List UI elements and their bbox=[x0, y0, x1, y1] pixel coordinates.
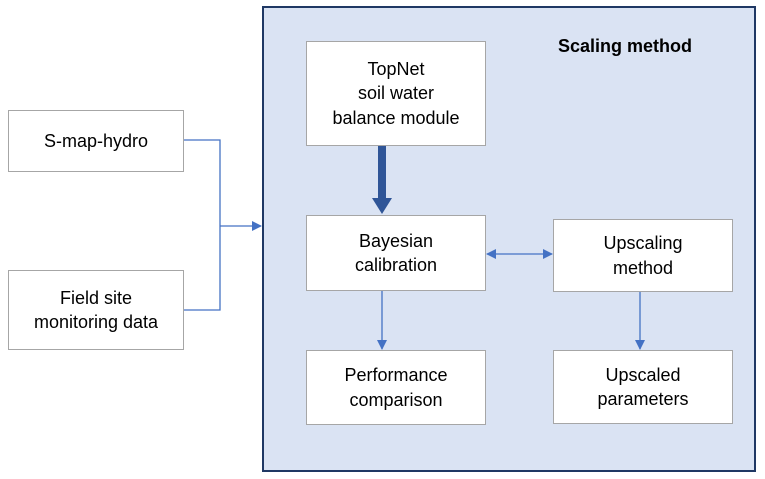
performance-comparison-box: Performance comparison bbox=[306, 350, 486, 425]
panel-title: Scaling method bbox=[558, 36, 693, 56]
bayesian-calibration-box: Bayesian calibration bbox=[306, 215, 486, 291]
connector-s-map-hydro bbox=[184, 139, 221, 226]
upscaled-parameters-box: Upscaled parameters bbox=[553, 350, 733, 424]
connector-field-site bbox=[184, 226, 221, 311]
s-map-hydro-box: S-map-hydro bbox=[8, 110, 184, 172]
thick-arrow-head bbox=[372, 198, 392, 214]
upscaling-method-box: Upscaling method bbox=[553, 219, 733, 292]
topnet-box: TopNet soil water balance module bbox=[306, 41, 486, 146]
thick-arrow-shaft bbox=[378, 146, 386, 200]
field-site-monitoring-box: Field site monitoring data bbox=[8, 270, 184, 350]
